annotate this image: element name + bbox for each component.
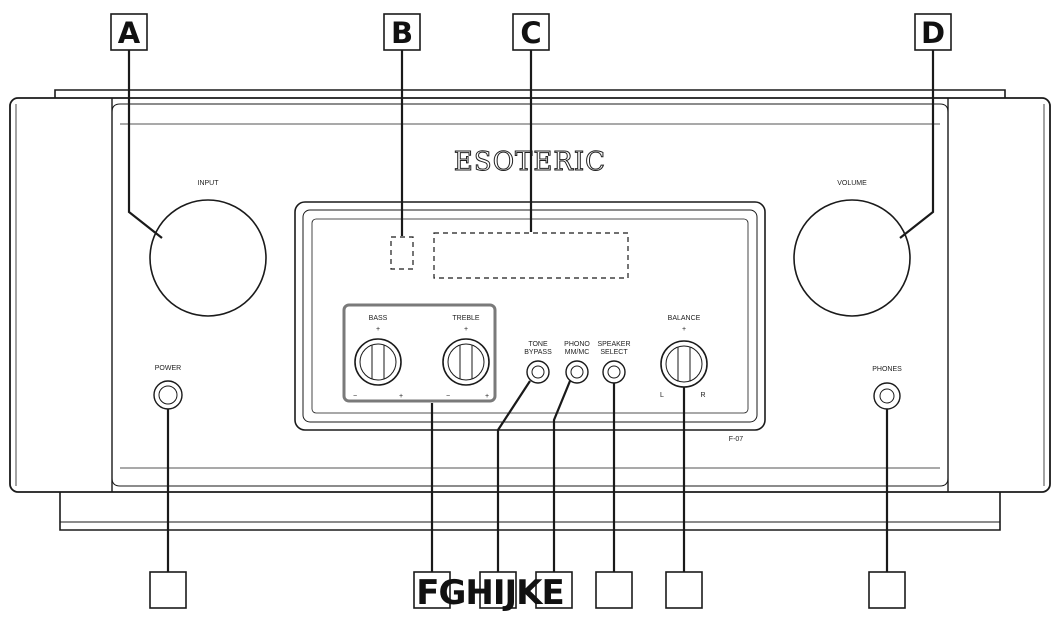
callout-d: D	[914, 13, 952, 51]
speaker-select-label-2: SELECT	[600, 349, 628, 356]
power-button[interactable]	[153, 380, 183, 410]
phono-mm-mc-button[interactable]	[565, 360, 589, 384]
speaker-select-button[interactable]	[602, 360, 626, 384]
bass-knob[interactable]	[354, 338, 402, 386]
input-knob[interactable]	[149, 199, 267, 317]
top-leader-lines	[127, 50, 935, 239]
callout-box-phones	[868, 571, 906, 609]
brand-logo: ESOTERIC	[454, 147, 606, 177]
amplifier-body	[9, 89, 1051, 531]
power-label: POWER	[155, 365, 181, 372]
svg-text:C: C	[520, 16, 541, 50]
callout-box-balance	[665, 571, 703, 609]
input-label: INPUT	[198, 180, 220, 187]
tone-control-group-highlight	[342, 303, 497, 403]
balance-knob[interactable]	[660, 340, 708, 388]
bass-plus: +	[399, 393, 403, 400]
balance-label: BALANCE	[668, 315, 701, 322]
svg-text:D: D	[921, 16, 945, 50]
treble-knob[interactable]	[442, 338, 490, 386]
model-label: F-07	[729, 436, 744, 443]
bass-plus-top: +	[376, 326, 380, 333]
indicator-dashed-box	[390, 236, 414, 270]
phono-label-2: MM/MC	[565, 349, 590, 356]
fl-display-dashed-box	[433, 232, 629, 279]
callout-a: A	[110, 13, 148, 51]
callout-box-phono	[535, 571, 573, 609]
callout-box-tone	[413, 571, 451, 609]
phones-label: PHONES	[872, 366, 902, 373]
callout-box-speaker	[595, 571, 633, 609]
volume-label: VOLUME	[837, 180, 867, 187]
callout-b: B	[383, 13, 421, 51]
bass-minus: −	[353, 393, 357, 400]
bottom-leader-lines	[166, 380, 889, 572]
balance-left-label: L	[660, 392, 664, 399]
treble-plus: +	[485, 393, 489, 400]
treble-plus-top: +	[464, 326, 468, 333]
callout-box-tone-bypass	[479, 571, 517, 609]
tone-bypass-label-1: TONE	[528, 341, 548, 348]
speaker-select-label-1: SPEAKER	[597, 341, 630, 348]
treble-minus: −	[446, 393, 450, 400]
tone-bypass-label-2: BYPASS	[524, 349, 552, 356]
phono-label-1: PHONO	[564, 341, 590, 348]
bottom-callout-letters: FGHIJKE	[416, 573, 563, 613]
callout-box-power	[149, 571, 187, 609]
bass-label: BASS	[369, 315, 388, 322]
svg-text:A: A	[118, 16, 141, 50]
volume-knob[interactable]	[793, 199, 911, 317]
phones-jack[interactable]	[873, 382, 901, 410]
treble-label: TREBLE	[452, 315, 480, 322]
balance-right-label: R	[700, 392, 705, 399]
tone-bypass-button[interactable]	[526, 360, 550, 384]
callout-c: C	[512, 13, 550, 51]
svg-text:B: B	[391, 16, 413, 50]
balance-center-mark: +	[682, 326, 686, 333]
